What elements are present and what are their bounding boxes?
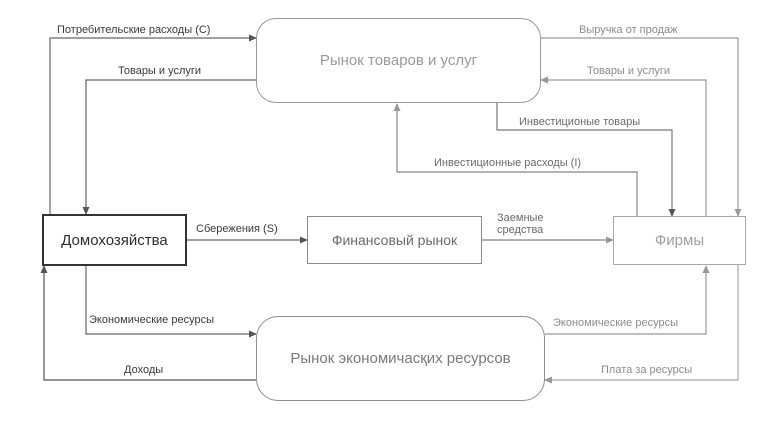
firms-label: Фирмы (654, 232, 705, 249)
resource-market-label: Рынок экономичасқих ресурсов (290, 350, 511, 367)
borrowed-funds-label-line2: средства (497, 224, 544, 236)
income-arrow (40, 265, 256, 381)
firms-node: Фирмы (613, 216, 746, 265)
resources-to-firms-arrow (545, 265, 710, 335)
resources-to-firms-label: Экономические ресурсы (553, 317, 678, 329)
consumer-spending-arrow (49, 34, 257, 214)
goods-to-households-arrow (82, 79, 256, 215)
consumer-spending-label: Потребительские расходы (C) (57, 24, 211, 36)
savings-label: Сбережения (S) (196, 223, 278, 235)
investment-spending-arrow (393, 103, 638, 216)
borrowed-funds-label-line1: Заемные (497, 212, 544, 224)
financial-market-label: Финансовый рынок (331, 232, 458, 248)
investment-spending-label: Инвестиционные расходы (I) (434, 157, 582, 169)
households-node: Домохозяйства (42, 214, 187, 266)
sales-revenue-arrow (540, 37, 742, 217)
resource-payment-arrow (544, 264, 739, 384)
goods-to-households-label: Товары и услуги (118, 65, 202, 77)
goods-market-node: Рынок товаров и услуг (256, 18, 541, 103)
income-label: Доходы (124, 364, 164, 376)
investment-goods-arrow (496, 103, 676, 217)
resource-payment-label: Плата за ресурсы (601, 364, 693, 376)
goods-market-label: Рынок товаров и услуг (319, 52, 478, 69)
resource-market-node: Рынок экономичасқих ресурсов (256, 316, 545, 401)
investment-goods-label: Инвестиционые товары (519, 116, 641, 128)
goods-from-firms-label: Товары и услуги (587, 65, 671, 77)
households-label: Домохозяйства (61, 231, 168, 249)
financial-market-node: Финансовый рынок (307, 216, 482, 264)
sales-revenue-label: Выручка от продаж (579, 24, 678, 36)
goods-from-firms-arrow (540, 76, 707, 216)
resources-from-households-arrow (85, 264, 257, 338)
resources-from-households-label: Экономические ресурсы (89, 314, 214, 326)
